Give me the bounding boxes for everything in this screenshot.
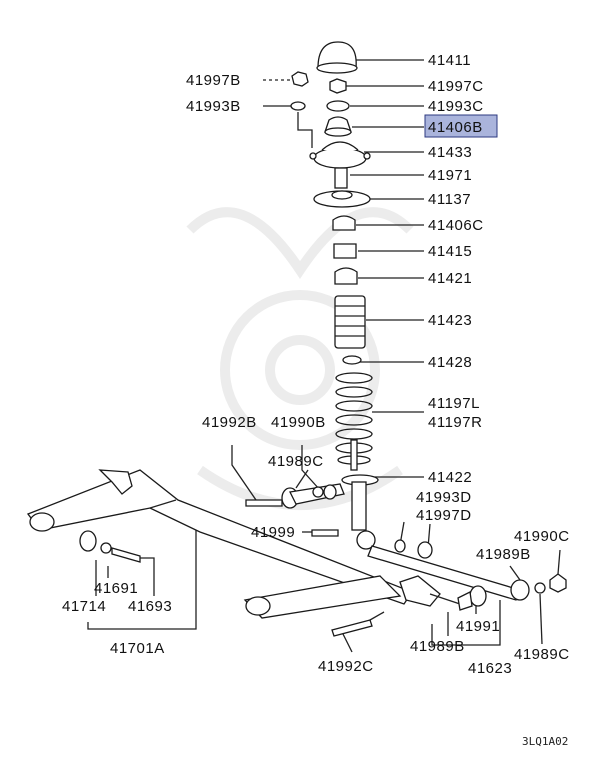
trailing-arm-beam-41701A: [26, 469, 413, 605]
label-41993D: 41993D: [416, 489, 472, 506]
washer-41993D: [394, 539, 406, 553]
diagram-reference-code: 3LQ1A02: [522, 735, 568, 748]
watermark-emblem: [186, 207, 414, 510]
label-41989B-bottom: 41989B: [410, 638, 465, 655]
bumper-41421: [334, 267, 358, 285]
nut-41997D: [417, 541, 433, 559]
washer-41989C-right: [534, 582, 546, 594]
shock-absorber-41422: [341, 439, 379, 550]
label-41989C-bottom: 41989C: [514, 646, 570, 663]
knuckle-right: [399, 575, 441, 607]
label-41422: 41422: [428, 469, 472, 486]
part-labels: 41411 41997B 41997C 41993B 41993C 41406B…: [62, 52, 570, 677]
bushing-41714: [79, 530, 97, 552]
label-41693: 41693: [128, 598, 172, 615]
label-41411: 41411: [428, 52, 471, 69]
label-41989B-right: 41989B: [476, 546, 531, 563]
lateral-rod-41623: [367, 545, 521, 601]
label-41999: 41999: [251, 524, 295, 541]
axle-assembly-parts: [26, 469, 567, 637]
label-41997C: 41997C: [428, 78, 484, 95]
label-41991: 41991: [456, 618, 500, 635]
label-41992B: 41992B: [202, 414, 257, 431]
nut-41990B: [323, 484, 337, 500]
nut-41989C-top: [312, 486, 324, 498]
label-41423: 41423: [428, 312, 472, 329]
label-41971: 41971: [428, 167, 472, 184]
label-41197L: 41197L: [428, 395, 480, 412]
bushing-41989B-lower: [457, 591, 473, 611]
mount-plate-41433: [313, 147, 367, 169]
label-41428: 41428: [428, 354, 472, 371]
bolt-41999: [311, 529, 339, 537]
label-41989C-top: 41989C: [268, 453, 324, 470]
label-41993C: 41993C: [428, 98, 484, 115]
label-41415: 41415: [428, 243, 472, 260]
washer-41691: [100, 542, 112, 554]
bolt-41992B: [245, 499, 283, 507]
leader-lines: [87, 59, 561, 653]
strut-assembly-parts: [290, 41, 379, 550]
label-41990C: 41990C: [514, 528, 570, 545]
dust-boot-41423: [334, 295, 366, 349]
seat-41428: [342, 355, 362, 365]
bushing-41991: [469, 585, 487, 607]
bushing-41989B: [510, 579, 530, 601]
label-41406B: 41406B: [428, 119, 483, 136]
label-41137: 41137: [428, 191, 471, 208]
label-41197R: 41197R: [428, 414, 482, 431]
bolt-41992C: [331, 619, 373, 637]
nut-41990C: [549, 573, 567, 593]
label-41993B: 41993B: [186, 98, 241, 115]
nut-41997B: [291, 71, 309, 87]
label-41992C: 41992C: [318, 658, 374, 675]
collar-41971: [334, 167, 348, 189]
label-41421: 41421: [428, 270, 472, 287]
dust-cap-41411: [317, 41, 357, 69]
washer-41993C: [326, 100, 350, 112]
bump-stop-41415: [333, 243, 357, 259]
bushing-41406C: [332, 215, 356, 231]
label-41433: 41433: [428, 144, 472, 161]
label-41406C: 41406C: [428, 217, 484, 234]
label-41691: 41691: [94, 580, 138, 597]
label-41701A: 41701A: [110, 640, 165, 657]
label-41714: 41714: [62, 598, 106, 615]
label-41997B: 41997B: [186, 72, 241, 89]
trailing-arm-left: [243, 575, 402, 619]
label-41997D: 41997D: [416, 507, 472, 524]
label-41990B: 41990B: [271, 414, 326, 431]
selected-part-highlight: [424, 114, 498, 138]
bolt-41693: [111, 547, 141, 563]
label-41623: 41623: [468, 660, 512, 677]
washer-41993B: [290, 101, 306, 111]
nut-41997C: [329, 78, 347, 94]
